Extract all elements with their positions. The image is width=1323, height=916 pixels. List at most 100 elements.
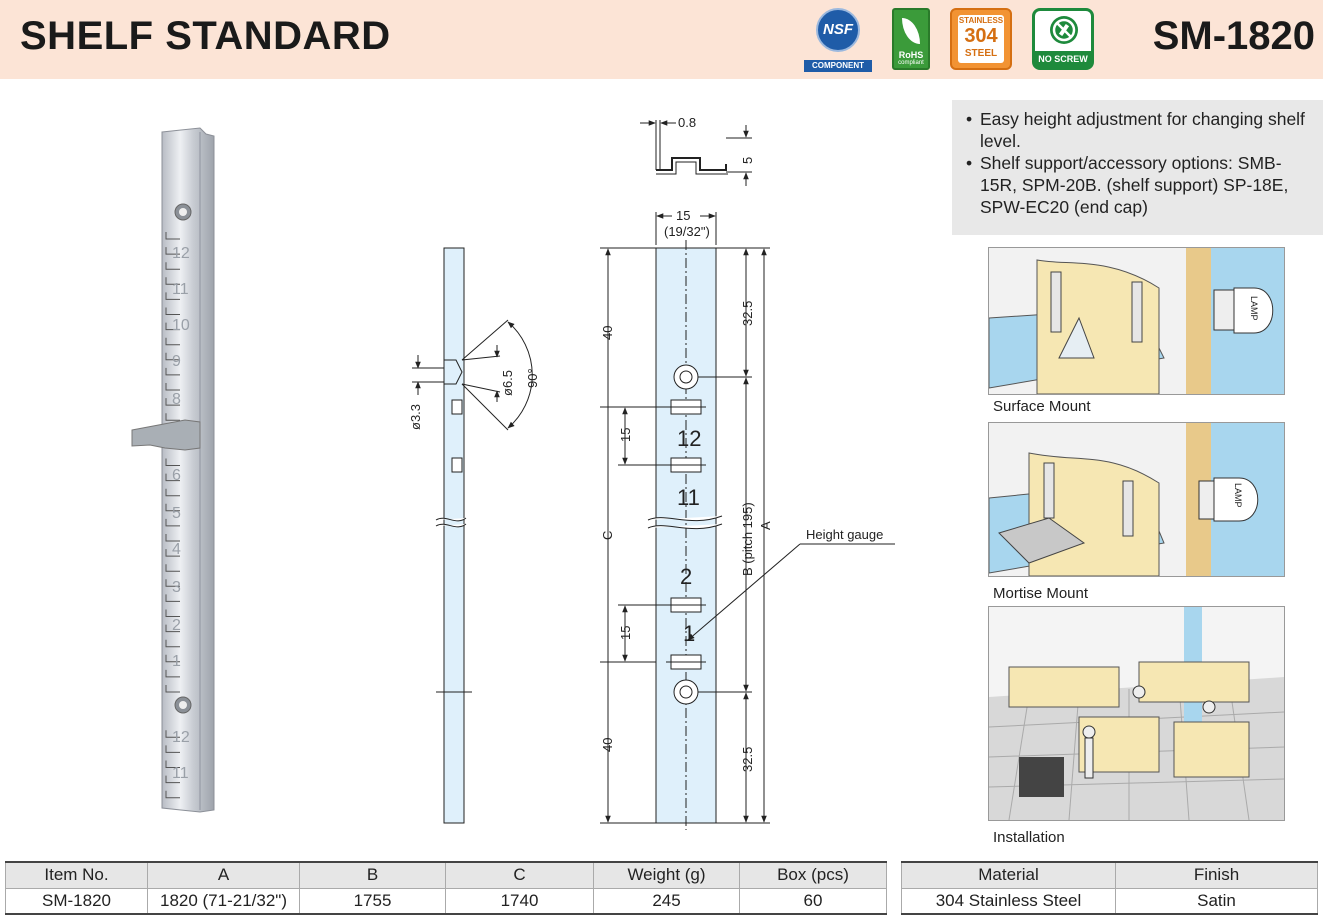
no-screw-icon [1050,16,1078,44]
table-header: Box (pcs) [739,861,887,889]
mortise-mount-image: LAMP [988,422,1285,577]
strip-number: 11 [172,765,189,782]
gauge-number: 11 [677,485,700,510]
dim-c-label: C [600,531,615,540]
leaf-icon [902,18,920,44]
material-table: Material Finish 304 Stainless Steel Sati… [901,861,1318,915]
stainless-label: STAINLESS [958,16,1004,25]
strip-number: 3 [172,579,181,596]
strip-slot [165,232,180,240]
front-view [600,212,895,830]
depth-dim: 5 [740,157,755,164]
strip-slot [165,488,180,497]
dim-b-label: B (pitch 195) [740,502,755,576]
hole-large-dim: ø6.5 [500,370,515,396]
cross-section-view [640,120,752,186]
mortise-mount-caption: Mortise Mount [993,585,1089,602]
nsf-badge: NSF COMPONENT [804,8,872,72]
table-row: SM-1820 1820 (71-21/32") 1755 1740 245 6… [5,887,887,915]
table-header: C [445,861,594,889]
end-offset-bottom-dim: 40 [600,738,615,752]
strip-number: 6 [172,467,181,484]
surface-mount-caption: Surface Mount [993,398,1091,415]
strip-number: 1 [172,653,181,670]
gauge-number: 12 [677,426,701,451]
strip-slot [165,594,180,602]
strip-slot [165,398,180,406]
table-cell: Satin [1115,887,1318,915]
table-cell: 1740 [445,887,594,915]
model-number: SM-1820 [1152,14,1315,58]
hole-offset-top-dim: 32.5 [740,301,755,326]
feature-list: Easy height adjustment for changing shel… [952,100,1323,235]
strip-slot [165,654,180,663]
no-screw-label: NO SCREW [1035,51,1091,67]
rohs-badge: RoHS compliant [892,8,930,70]
strip-slot [165,247,180,255]
strip-slot [165,473,180,482]
lamp-label: LAMP [1233,483,1243,508]
table-cell: 1820 (71-21/32") [147,887,300,915]
strip-number: 12 [172,729,190,746]
strip-slot [165,549,180,557]
strip-slot [165,760,180,768]
nsf-badge-label: COMPONENT [804,60,872,72]
pitch-bottom-dim: 15 [618,626,633,640]
hole-small-dim: ø3.3 [408,404,423,430]
strip-slot [165,337,180,346]
shelf-support-bracket [131,419,201,451]
width-in-dim: (19/32") [664,224,710,239]
strip-slot [165,413,180,421]
table-cell: 1755 [299,887,446,915]
table-header: Weight (g) [593,861,740,889]
pitch-top-dim: 15 [618,428,633,442]
surface-mount-illustration: LAMP [988,248,1284,395]
strip-slot [165,609,180,617]
angle-dim: 90° [525,368,540,388]
strip-slot [165,745,180,753]
strip-slot [165,367,180,376]
feature-item: Shelf support/accessory options: SMB-15R… [966,152,1313,218]
strip-slot [165,262,180,270]
lamp-label: LAMP [1249,296,1259,321]
table-header: B [299,861,446,889]
installation-illustration [988,607,1285,821]
strip-slot [165,564,180,572]
header-bar: SHELF STANDARD NSF COMPONENT RoHS compli… [0,0,1323,79]
strip-number: 11 [172,281,189,298]
strip-slot [165,277,180,285]
height-gauge-label: Height gauge [806,527,883,542]
nsf-logo-icon: NSF [816,8,860,52]
strip-slot [165,383,180,391]
strip-slot [165,518,180,527]
table-header: A [147,861,300,889]
table-header: Material [901,861,1116,889]
strip-slot [165,669,180,678]
end-offset-top-dim: 40 [600,326,615,340]
strip-slot [165,790,180,799]
installation-image [988,606,1285,821]
table-cell: 60 [739,887,887,915]
strip-slot [165,730,180,738]
strip-slot [165,458,180,466]
screw-prohibited-icon [1052,18,1076,42]
strip-slot [165,322,180,331]
table-header: Item No. [5,861,148,889]
strip-number: 12 [172,245,190,262]
strip-slot [165,579,180,587]
spec-table: Item No. A B C Weight (g) Box (pcs) SM-1… [5,861,887,915]
thickness-dim: 0.8 [678,115,696,130]
strip-slot [165,775,180,784]
strip-number: 8 [172,391,181,408]
installation-caption: Installation [993,829,1065,846]
strip-slot [165,307,180,315]
table-cell: 245 [593,887,740,915]
strip-slot [165,292,180,300]
table-cell: SM-1820 [5,887,148,915]
strip-number: 5 [172,505,181,522]
strip-number: 10 [172,317,190,334]
strip-number: 4 [172,541,181,558]
strip-slot [165,624,180,633]
grade-label: 304 [964,25,998,47]
